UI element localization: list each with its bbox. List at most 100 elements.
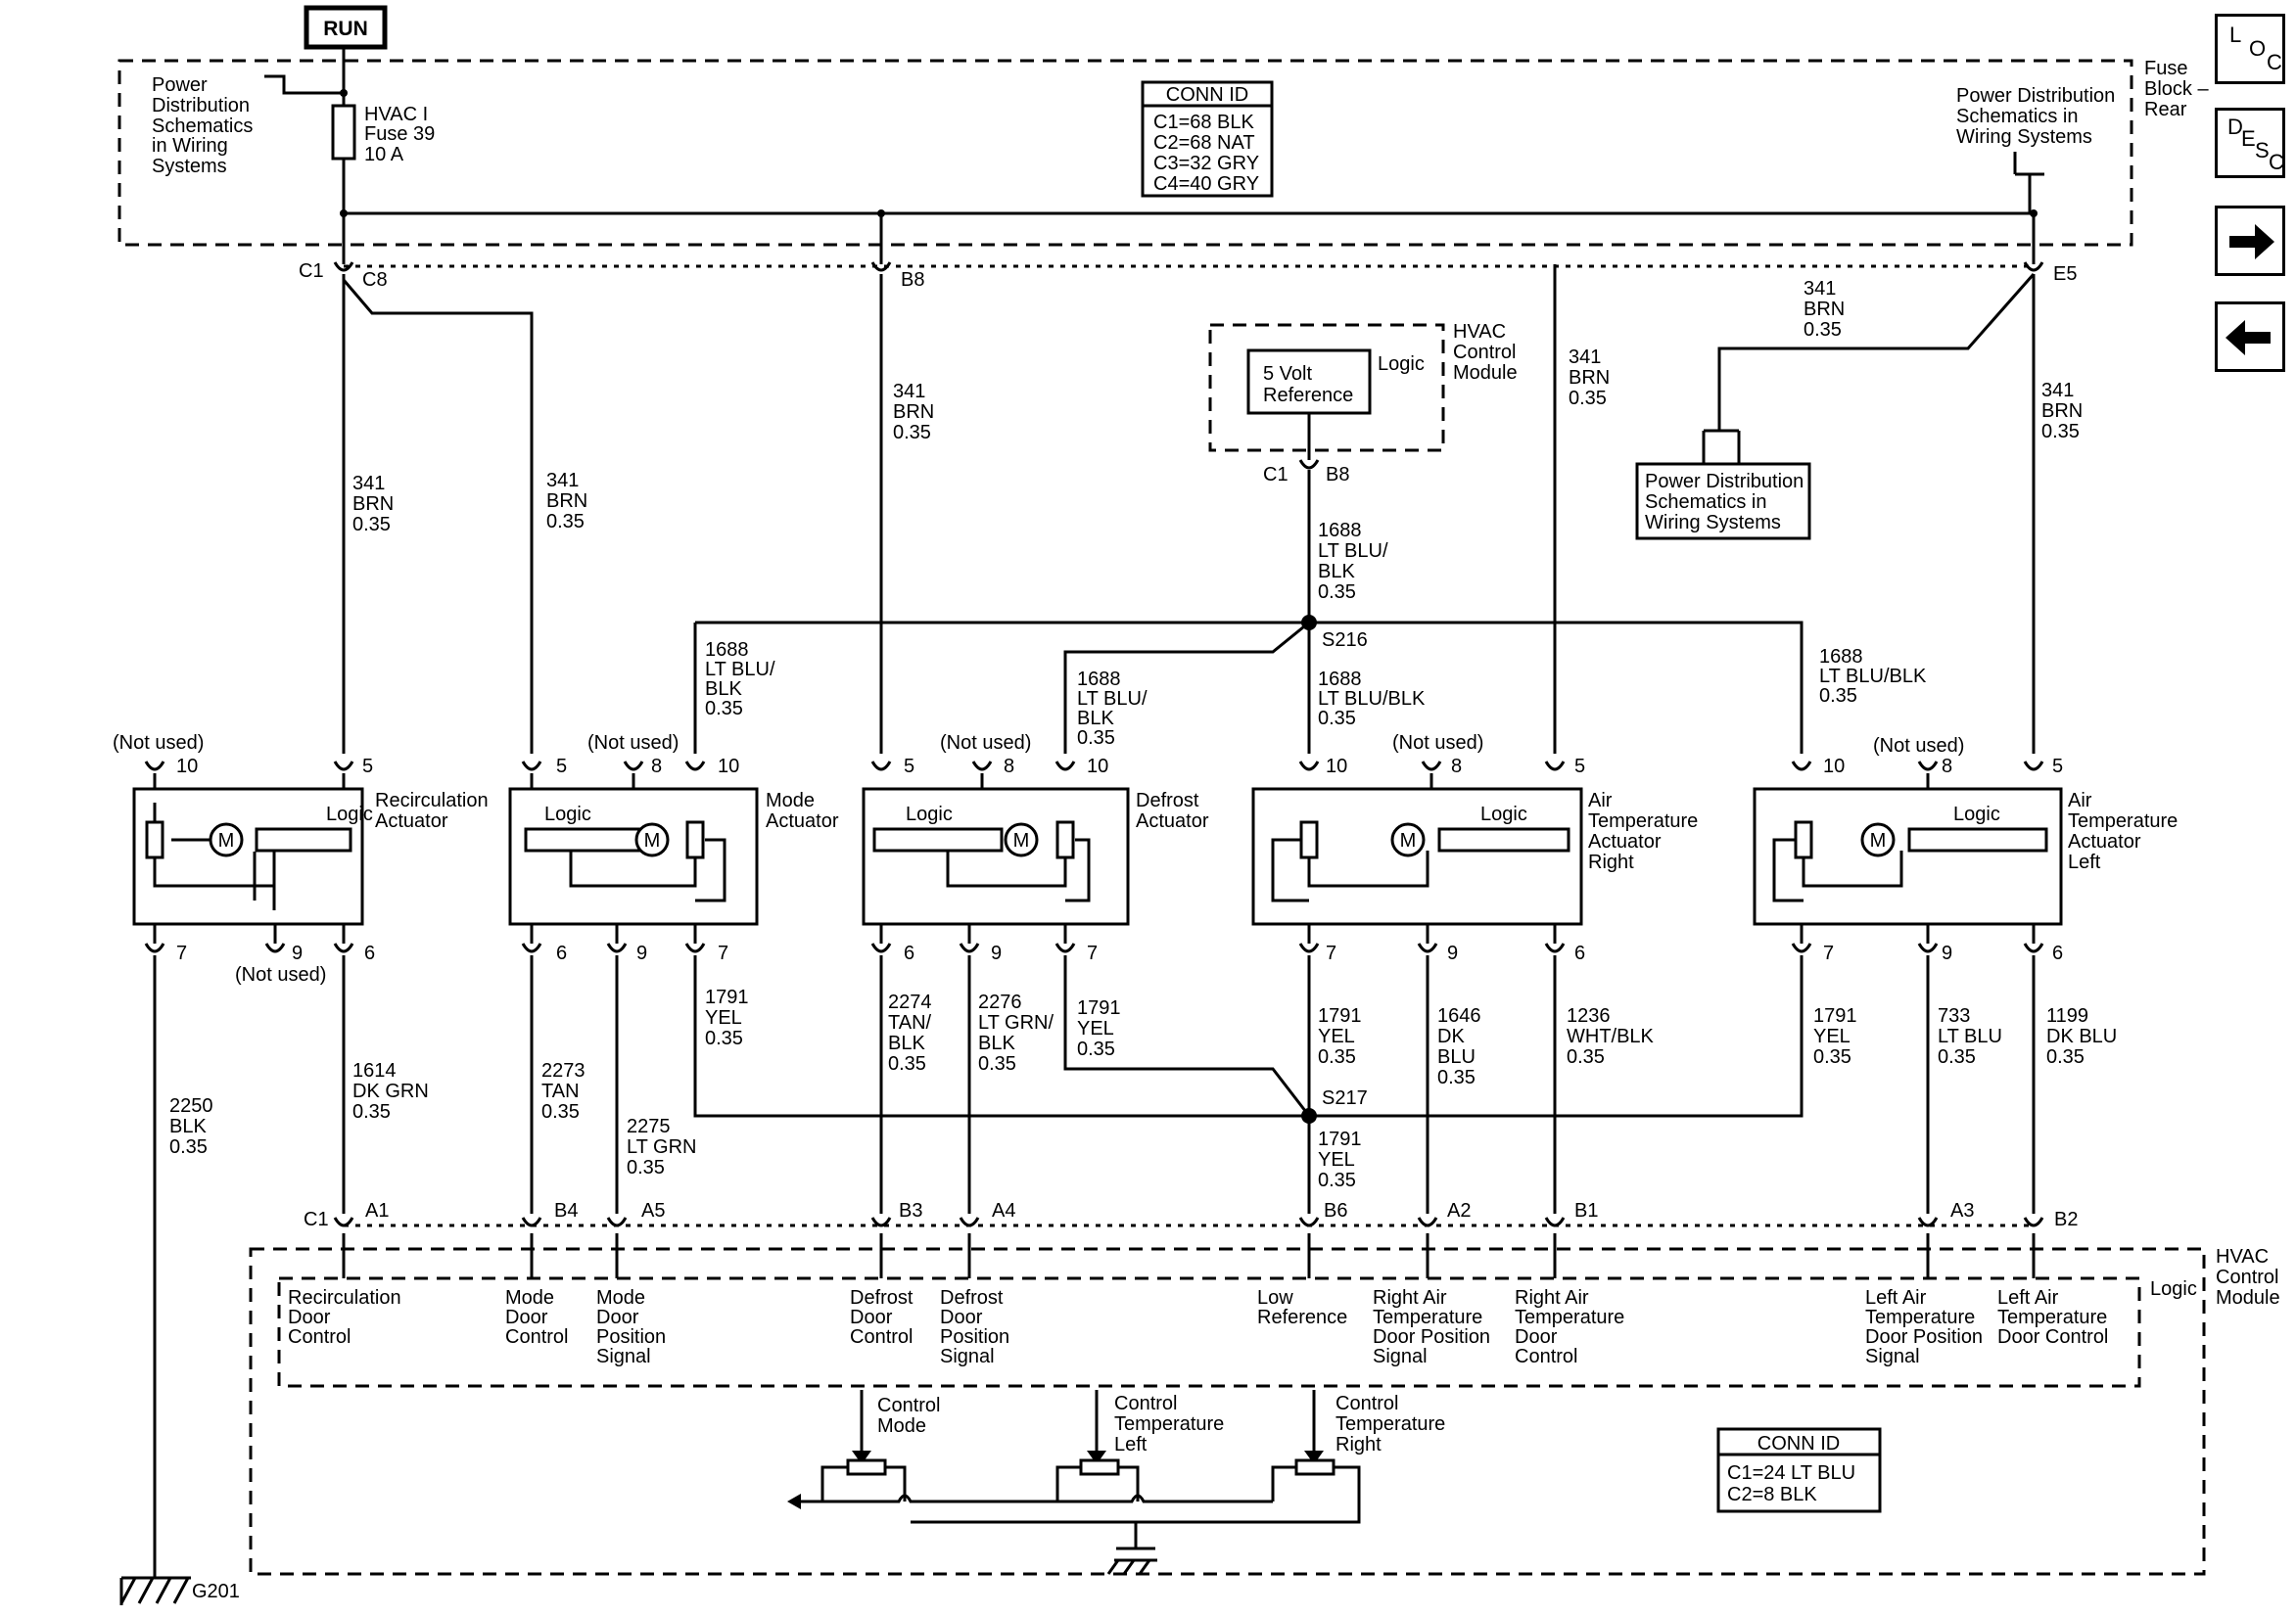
hvac-function-labels: Recirculation Door Control Mode Door Con… <box>288 1287 2108 1367</box>
svg-text:Schematics in: Schematics in <box>1645 491 1767 513</box>
svg-text:0.35: 0.35 <box>1813 1046 1851 1068</box>
upper-connector-pins: C1 C8 B8 E5 <box>299 260 2077 291</box>
svg-text:0.35: 0.35 <box>705 1028 743 1049</box>
svg-text:WHT/BLK: WHT/BLK <box>1567 1026 1655 1047</box>
svg-text:Door Control: Door Control <box>1997 1326 2108 1348</box>
svg-text:BLK: BLK <box>888 1033 925 1054</box>
svg-text:(Not used): (Not used) <box>940 732 1031 754</box>
back-button[interactable] <box>2215 301 2285 372</box>
motor-icon <box>1390 822 1426 857</box>
svg-text:LT BLU: LT BLU <box>1938 1026 2002 1047</box>
svg-text:1791: 1791 <box>705 987 749 1008</box>
svg-text:Control: Control <box>1515 1346 1577 1367</box>
svg-text:A5: A5 <box>641 1200 665 1222</box>
svg-text:BLK: BLK <box>1318 561 1355 582</box>
svg-text:C8: C8 <box>362 269 388 291</box>
svg-text:(Not used): (Not used) <box>1873 735 1964 757</box>
svg-text:Temperature: Temperature <box>1997 1307 2107 1328</box>
svg-text:0.35: 0.35 <box>888 1053 926 1075</box>
svg-text:CONN ID: CONN ID <box>1757 1433 1840 1455</box>
motor-icon <box>1004 822 1039 857</box>
svg-text:LT BLU/: LT BLU/ <box>705 659 775 680</box>
svg-text:Mode: Mode <box>877 1415 926 1437</box>
svg-text:8: 8 <box>1942 756 1952 777</box>
svg-text:BLK: BLK <box>978 1033 1015 1054</box>
wire-341-label-4: 341 BRN 0.35 <box>1569 346 1610 409</box>
svg-text:5: 5 <box>362 756 373 777</box>
svg-text:(Not used): (Not used) <box>235 964 326 986</box>
arrow-right-icon <box>2229 224 2274 259</box>
svg-text:Power Distribution: Power Distribution <box>1956 85 2115 107</box>
svg-text:0.35: 0.35 <box>1077 1039 1115 1060</box>
svg-text:Schematics: Schematics <box>152 116 253 137</box>
svg-text:9: 9 <box>1447 943 1458 964</box>
svg-text:1688: 1688 <box>705 639 749 661</box>
svg-text:1791: 1791 <box>1318 1005 1362 1027</box>
svg-text:Block –: Block – <box>2144 78 2209 100</box>
splice-s216 <box>1301 615 1317 630</box>
svg-text:Reference: Reference <box>1263 385 1353 406</box>
defrost-actuator: Defrost Actuator Logic M <box>862 787 1209 926</box>
svg-text:B1: B1 <box>1574 1200 1598 1222</box>
svg-text:1199: 1199 <box>2046 1005 2088 1027</box>
svg-text:0.35: 0.35 <box>2041 421 2080 442</box>
svg-text:Defrost: Defrost <box>850 1287 914 1309</box>
svg-text:A4: A4 <box>992 1200 1015 1222</box>
loc-button[interactable]: L O C <box>2215 14 2285 84</box>
svg-text:0.35: 0.35 <box>1804 319 1842 341</box>
svg-text:Signal: Signal <box>1373 1346 1428 1367</box>
wire-1688-label-mode: 1688 LT BLU/ BLK 0.35 <box>705 639 775 719</box>
svg-text:Position: Position <box>940 1326 1009 1348</box>
svg-text:341: 341 <box>1804 278 1836 300</box>
svg-text:LT BLU/BLK: LT BLU/BLK <box>1819 666 1927 687</box>
air-temperature-actuator-right: Air Temperature Actuator Right Logic M <box>1251 787 1698 926</box>
svg-text:Control: Control <box>2216 1267 2278 1288</box>
svg-text:HVAC: HVAC <box>1453 321 1506 343</box>
hvac-control-module-lower: HVAC Control Module Logic <box>249 1246 2280 1576</box>
svg-text:C1=68 BLK: C1=68 BLK <box>1153 112 1255 133</box>
fuse-block-rear: Fuse Block – Rear <box>117 58 2209 247</box>
svg-text:6: 6 <box>1574 943 1585 964</box>
svg-text:Door Position: Door Position <box>1865 1326 1983 1348</box>
svg-text:6: 6 <box>2052 943 2063 964</box>
svg-text:Control: Control <box>1335 1393 1398 1414</box>
svg-text:9: 9 <box>636 943 647 964</box>
svg-text:2274: 2274 <box>888 992 932 1013</box>
power-distribution-ref-right: Power Distribution Schematics in Wiring … <box>1956 85 2115 213</box>
wire-341-label-3: 341 BRN 0.35 <box>893 381 934 443</box>
svg-text:in Wiring: in Wiring <box>152 135 228 157</box>
svg-text:1688: 1688 <box>1819 646 1863 668</box>
svg-text:Fuse 39: Fuse 39 <box>364 123 435 145</box>
svg-text:Temperature: Temperature <box>1335 1413 1445 1435</box>
svg-text:HVAC: HVAC <box>2216 1246 2269 1268</box>
svg-text:B6: B6 <box>1324 1200 1347 1222</box>
svg-text:7: 7 <box>1823 943 1834 964</box>
desc-button[interactable]: D E S C <box>2215 108 2285 178</box>
svg-text:Temperature: Temperature <box>1865 1307 1975 1328</box>
svg-text:LT GRN/: LT GRN/ <box>978 1012 1054 1034</box>
svg-text:Mode: Mode <box>766 790 815 811</box>
next-button[interactable] <box>2215 206 2285 276</box>
svg-text:Right: Right <box>1588 852 1634 873</box>
svg-text:6: 6 <box>364 943 375 964</box>
run-label: RUN <box>304 5 388 50</box>
svg-text:Signal: Signal <box>1865 1346 1920 1367</box>
svg-text:Position: Position <box>596 1326 666 1348</box>
svg-text:8: 8 <box>1451 756 1462 777</box>
svg-text:C3=32 GRY: C3=32 GRY <box>1153 153 1259 174</box>
svg-text:(Not used): (Not used) <box>587 732 679 754</box>
svg-text:C1: C1 <box>304 1209 329 1230</box>
svg-text:10 A: 10 A <box>364 144 404 165</box>
svg-text:Module: Module <box>1453 362 1518 384</box>
svg-text:10: 10 <box>718 756 739 777</box>
svg-text:DK: DK <box>1437 1026 1465 1047</box>
svg-text:2273: 2273 <box>541 1060 586 1082</box>
svg-text:Temperature: Temperature <box>1588 810 1698 832</box>
svg-text:8: 8 <box>651 756 662 777</box>
svg-text:Door Position: Door Position <box>1373 1326 1490 1348</box>
svg-text:S216: S216 <box>1322 629 1368 651</box>
svg-text:Fuse: Fuse <box>2144 58 2187 79</box>
svg-text:C1: C1 <box>1263 464 1289 485</box>
splice-s217 <box>1301 1108 1317 1124</box>
svg-text:M: M <box>644 830 661 852</box>
